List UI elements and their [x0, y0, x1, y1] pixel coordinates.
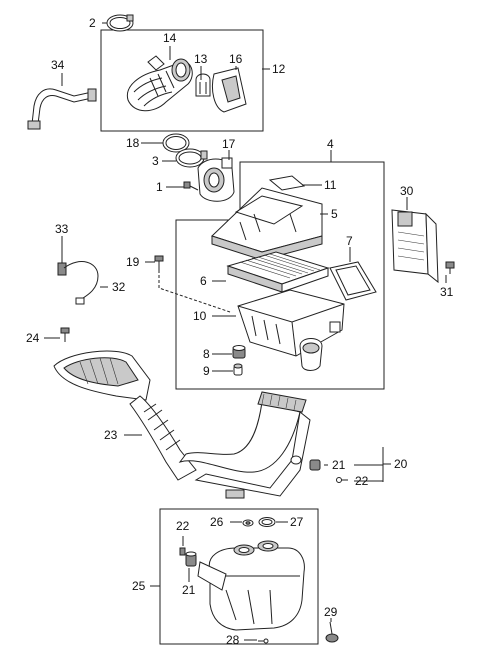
group-box-12: [100, 29, 264, 132]
label-11[interactable]: [268, 175, 306, 191]
intake-duct-23[interactable]: [53, 350, 311, 499]
callout-12: 12: [272, 62, 286, 76]
grommet-21-lower[interactable]: [185, 551, 197, 567]
callout-31: 31: [440, 285, 454, 299]
callout-13: 13: [194, 52, 208, 66]
callout-5: 5: [331, 207, 338, 221]
callout-1: 1: [156, 180, 163, 194]
callout-22-lower: 22: [176, 519, 190, 533]
callout-23: 23: [104, 428, 118, 442]
callout-11: 11: [324, 178, 337, 192]
callout-33: 33: [55, 222, 69, 236]
washer-26[interactable]: [242, 519, 254, 527]
callout-4: 4: [327, 137, 334, 151]
callout-21-upper: 21: [332, 458, 346, 472]
resonator-tank-25[interactable]: [197, 540, 305, 631]
callout-3: 3: [152, 154, 159, 168]
callout-27: 27: [290, 515, 304, 529]
seal-27[interactable]: [258, 517, 276, 527]
intake-hose-14[interactable]: [126, 55, 193, 112]
callout-labels: 2 14 13 16 12 34 18 3 1 17 4 11 5 6 7 10…: [26, 16, 454, 647]
callout-34: 34: [51, 58, 65, 72]
callout-10: 10: [193, 309, 207, 323]
bolt-29[interactable]: [325, 621, 339, 643]
callout-20: 20: [394, 457, 408, 471]
callout-24: 24: [26, 331, 40, 345]
bushing-9[interactable]: [233, 363, 243, 376]
screw-1[interactable]: [183, 181, 199, 191]
screw-22-upper[interactable]: [336, 477, 349, 483]
gasket-7[interactable]: [329, 261, 377, 301]
resonator-16[interactable]: [211, 67, 247, 113]
grommet-21-upper[interactable]: [309, 459, 321, 471]
callout-17: 17: [222, 137, 236, 151]
callout-2: 2: [89, 16, 96, 30]
air-cleaner-body-10[interactable]: [237, 289, 345, 371]
screw-22-lower[interactable]: [179, 547, 186, 556]
callout-7: 7: [346, 234, 353, 248]
clamp-3[interactable]: [175, 148, 208, 168]
callout-29: 29: [324, 605, 338, 619]
oxygen-sensor-33[interactable]: [57, 256, 99, 305]
callout-6: 6: [200, 274, 207, 288]
bolt-19[interactable]: [154, 255, 231, 313]
callout-9: 9: [203, 364, 210, 378]
hose-clamp-2[interactable]: [106, 14, 134, 32]
callout-18: 18: [126, 136, 140, 150]
callout-30: 30: [400, 184, 414, 198]
air-flow-sensor-17[interactable]: [197, 157, 235, 202]
o-ring-18[interactable]: [162, 133, 190, 153]
breather-hose-34[interactable]: [27, 88, 97, 130]
leader-lines: [44, 22, 447, 641]
callout-25: 25: [132, 579, 146, 593]
filter-element-6[interactable]: [226, 251, 330, 293]
bolt-24[interactable]: [60, 327, 70, 342]
grommet-8[interactable]: [232, 345, 246, 359]
group-box-25: [159, 508, 319, 645]
callout-32: 32: [112, 280, 126, 294]
screw-28[interactable]: [258, 638, 269, 644]
ecu-30[interactable]: [391, 209, 439, 284]
clip-13[interactable]: [195, 73, 211, 97]
callout-14: 14: [163, 31, 177, 45]
callout-19: 19: [126, 255, 140, 269]
callout-8: 8: [203, 347, 210, 361]
callout-21-lower: 21: [182, 583, 196, 597]
callout-26: 26: [210, 515, 224, 529]
callout-28: 28: [226, 633, 240, 647]
callout-16: 16: [229, 52, 243, 66]
bolt-31[interactable]: [445, 261, 455, 274]
callout-22-upper: 22: [355, 474, 369, 488]
